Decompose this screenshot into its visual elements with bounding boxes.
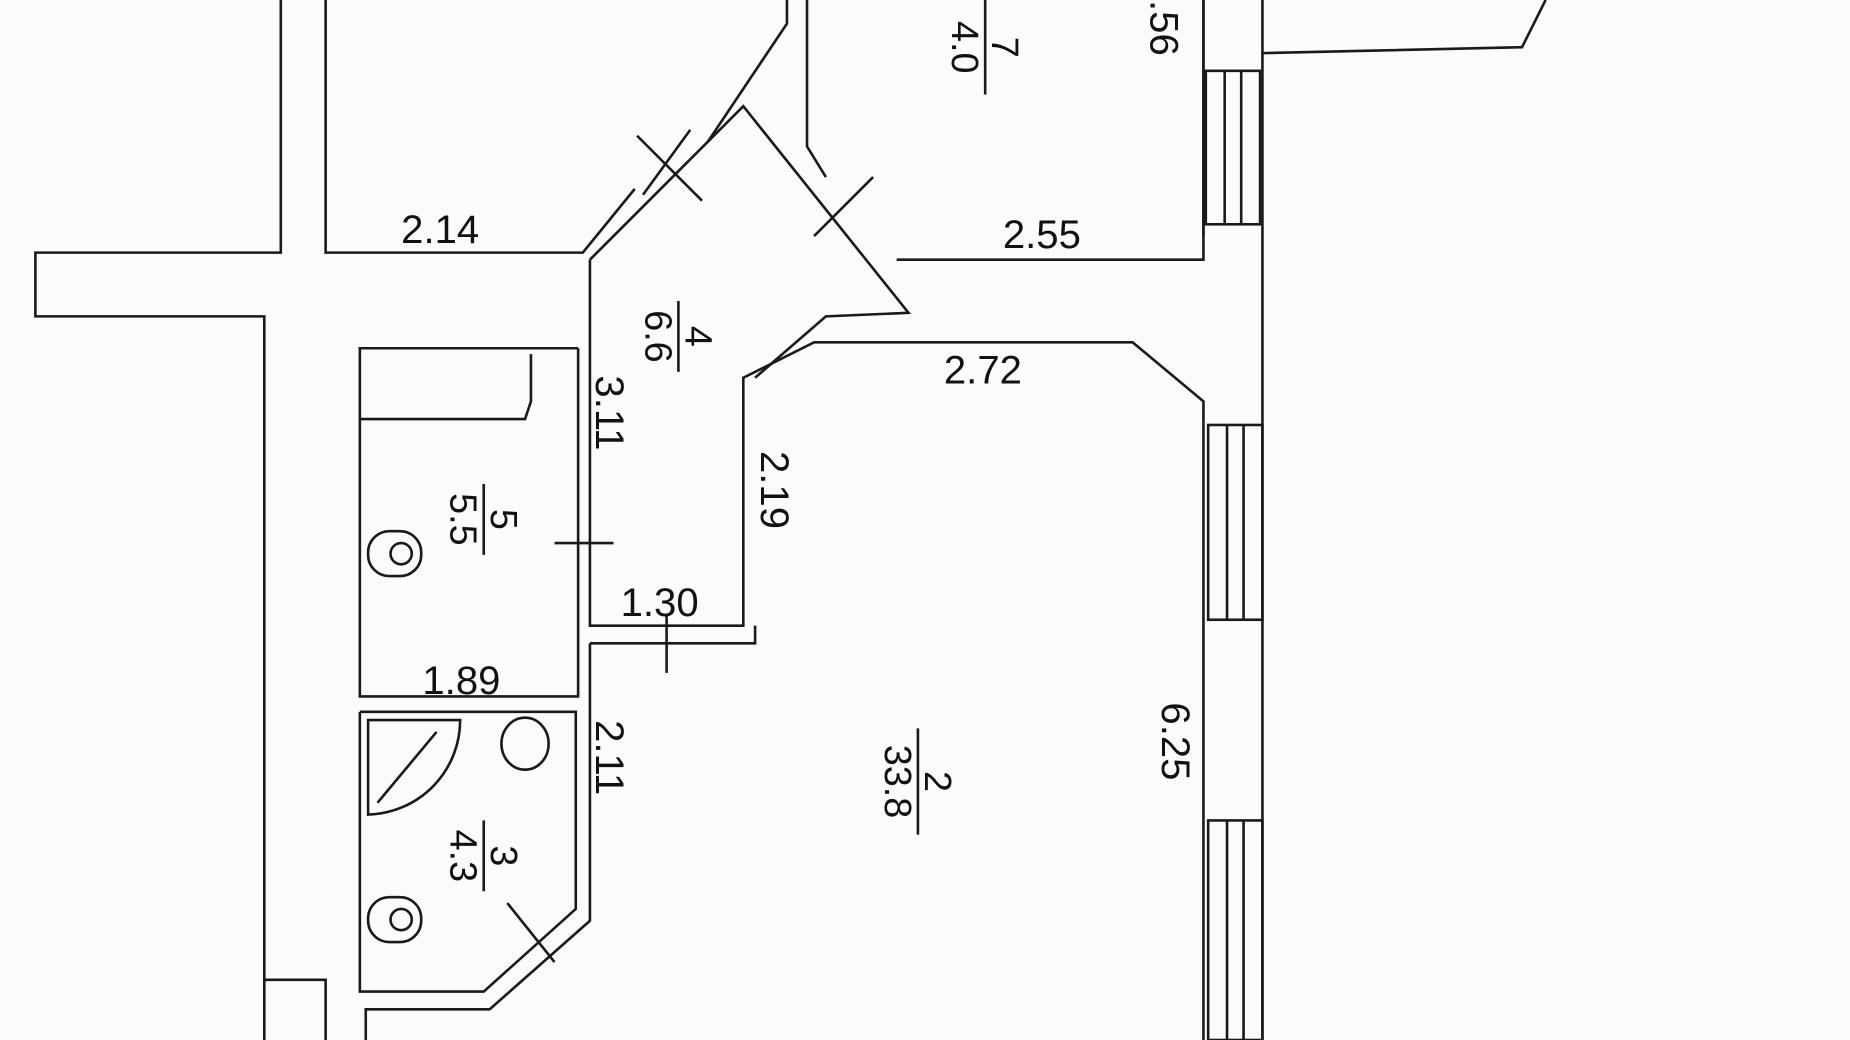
room-3-number: 3 [482,845,524,866]
dim-1-30: 1.30 [621,580,699,625]
room-4-number: 4 [676,326,718,347]
dim-2-11: 2.11 [587,720,632,795]
room-2-area: 33.8 [876,745,918,819]
dim-1-89: 1.89 [422,658,500,703]
door-marks [506,129,875,963]
room-4-area: 6.6 [636,310,678,362]
dim-2-14: 2.14 [401,207,479,252]
room-2-number: 2 [916,771,958,792]
dim-0-56: .56 [1141,0,1186,56]
room-labels: 7 4.0 4 6.6 5 5.5 3 4.3 2 33.8 [442,0,1025,892]
walls [34,0,1547,1040]
room-5-number: 5 [482,509,524,530]
room-5-area: 5.5 [442,493,484,545]
dim-2-55: 2.55 [1003,212,1081,257]
dimension-labels: 2.14 2.55 2.72 1.30 1.89 3.11 2.19 2.11 … [401,0,1198,795]
dim-2-19: 2.19 [752,451,797,529]
room-7-area: 4.0 [943,21,985,73]
dim-2-72: 2.72 [944,348,1022,393]
fixtures [366,529,550,944]
dim-3-11: 3.11 [587,375,632,450]
room-3-area: 4.3 [442,830,484,882]
room-7-number: 7 [983,37,1025,58]
dim-6-25: 6.25 [1153,702,1198,780]
window-frames [1204,69,1264,1040]
